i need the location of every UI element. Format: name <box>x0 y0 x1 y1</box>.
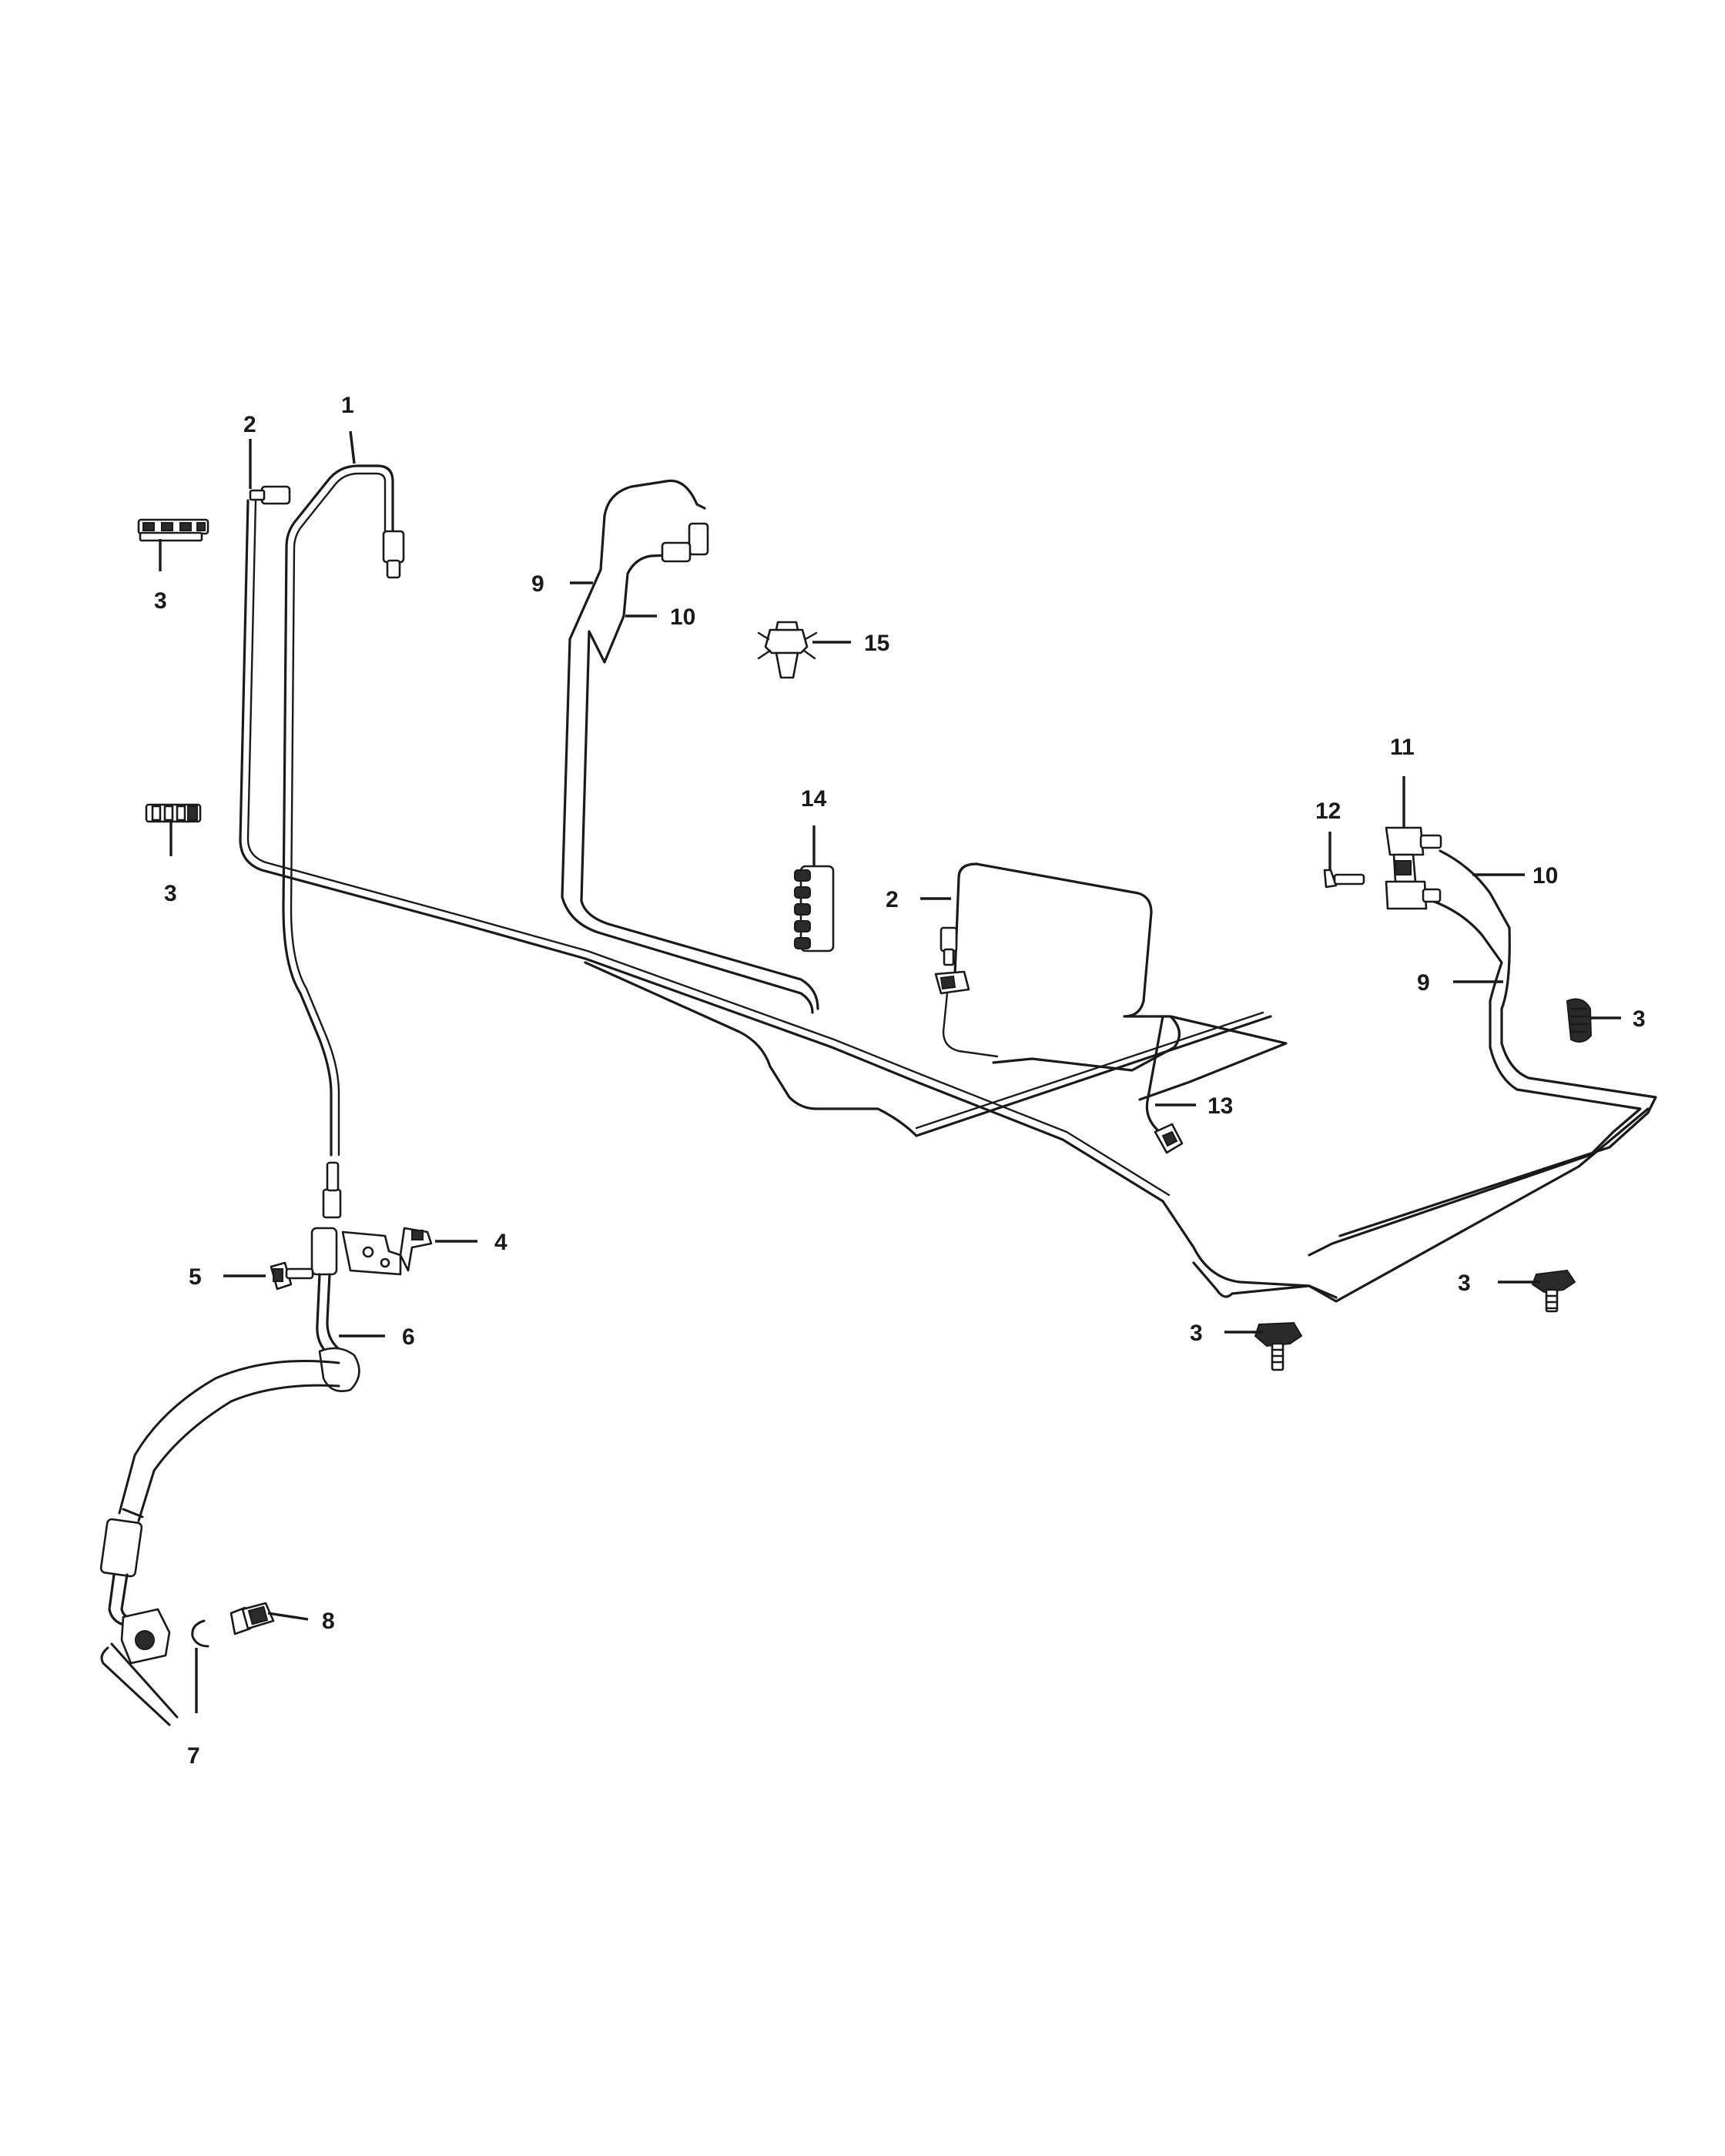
callout-3: 3 <box>1458 1270 1471 1296</box>
callout-14: 14 <box>801 786 827 812</box>
brake-tube-right-long <box>1138 1015 1288 1101</box>
tube-nut-icon <box>688 522 709 556</box>
banjo-block-7-icon <box>100 1608 179 1726</box>
callout-9: 9 <box>531 571 544 597</box>
tube-nut-icon <box>386 559 401 579</box>
brake-tube-13 <box>1145 1015 1172 1141</box>
brake-tube-right-9 <box>1308 899 1642 1257</box>
callout-3: 3 <box>154 588 167 614</box>
clip-15-icon <box>757 621 818 679</box>
callout-3: 3 <box>1190 1321 1203 1346</box>
leader-1 <box>349 430 356 464</box>
banjo-bolt-8-icon <box>229 1602 275 1635</box>
callout-2: 2 <box>886 887 899 912</box>
leader-8 <box>267 1612 309 1621</box>
callout-11: 11 <box>1390 735 1415 760</box>
brake-tube-2-right <box>953 862 1181 1072</box>
tube-nut-icon <box>260 485 291 505</box>
clip-3-left-icon <box>145 803 202 823</box>
callout-4: 4 <box>494 1230 507 1255</box>
brake-tube-center-run <box>584 961 1272 1137</box>
tube-nut-icon <box>940 926 958 952</box>
brake-tube-9 <box>561 479 814 1014</box>
clip-3-right-icon <box>1566 998 1593 1043</box>
brake-tube-2-left-inner <box>246 499 1171 1197</box>
bolt-12-icon <box>1323 869 1365 889</box>
callout-15: 15 <box>864 631 889 656</box>
callout-2: 2 <box>243 412 256 437</box>
brake-tube-bottom-right <box>1192 1107 1650 1303</box>
fitting-13-icon <box>1154 1123 1184 1154</box>
brake-tube-1 <box>282 464 394 1157</box>
clip-3-top-left-icon <box>137 518 209 542</box>
bracket-4-icon <box>341 1227 433 1276</box>
callout-13: 13 <box>1208 1093 1233 1119</box>
tube-nut-icon <box>661 541 692 563</box>
tube-nut-icon <box>322 1188 342 1219</box>
brake-tube-right-10 <box>1338 849 1657 1237</box>
brake-tube-2-right-inner <box>942 992 999 1058</box>
clip-3-pushpin-right-icon <box>1531 1269 1576 1313</box>
callout-3: 3 <box>164 881 177 906</box>
brake-tube-10 <box>580 553 819 1010</box>
callout-1: 1 <box>341 393 354 418</box>
callout-12: 12 <box>1315 798 1341 824</box>
line-clip-icon <box>934 970 970 995</box>
tube-nut-icon <box>943 948 955 966</box>
callout-7: 7 <box>187 1743 200 1769</box>
callout-5: 5 <box>189 1264 202 1290</box>
tube-nut-icon <box>326 1161 340 1192</box>
callout-6: 6 <box>402 1324 415 1350</box>
callout-10: 10 <box>1532 863 1558 889</box>
washer-7-icon <box>191 1619 209 1648</box>
brake-hose-6-icon <box>99 1227 360 1626</box>
junction-block-11-icon <box>1385 826 1442 910</box>
brake-tube-2-left <box>239 499 1338 1299</box>
tube-nut-icon <box>382 530 405 564</box>
tube-nut-icon <box>249 489 266 501</box>
clip-14-icon <box>794 865 835 952</box>
callout-9: 9 <box>1417 970 1430 996</box>
brake-tube-center-run-inner <box>915 1011 1264 1130</box>
clip-3-pushpin-lower-icon <box>1254 1321 1303 1371</box>
callout-3: 3 <box>1633 1006 1646 1032</box>
callout-10: 10 <box>670 604 695 630</box>
brake-tube-1-inner <box>290 472 387 1157</box>
bolt-5-icon <box>270 1261 314 1291</box>
callout-8: 8 <box>322 1609 335 1634</box>
